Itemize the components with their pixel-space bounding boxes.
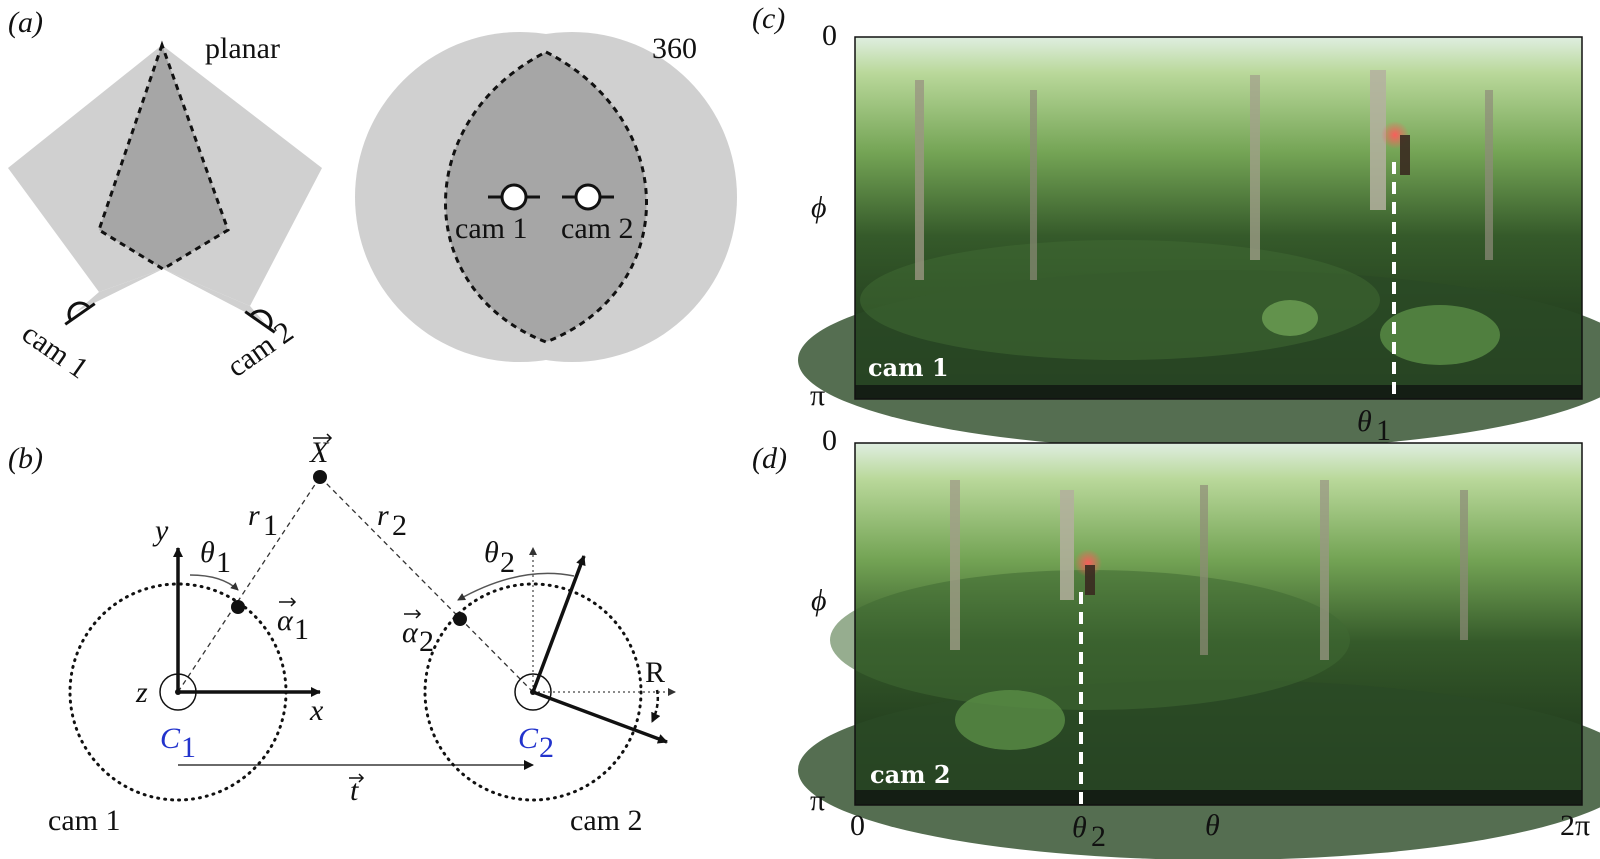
theta2-arc <box>457 572 575 601</box>
cam1-origin <box>159 673 197 711</box>
c-phi-0: 0 <box>822 19 837 52</box>
cam1-field-of-view-2 <box>76 269 163 312</box>
C1-label: C <box>160 722 181 755</box>
panel-c-tag: (c) <box>752 2 785 35</box>
C1-subscript: 1 <box>181 731 196 764</box>
R-label: R <box>645 656 665 689</box>
panel-b-tag: (b) <box>8 442 43 475</box>
panel-b: (b) X r 1 r 2 y x z θ 1 α 1 <box>8 433 676 837</box>
omni-label: 360 <box>652 32 697 65</box>
alpha1-label: α <box>277 604 294 637</box>
cam2-rotated-x-axis <box>532 690 668 744</box>
x-axis-label: x <box>309 694 324 727</box>
planar-cam1-label: cam 1 <box>16 317 94 386</box>
panel-d: (d) cam 2 0 ϕ π 0 θ 2π θ 2 <box>752 424 1600 859</box>
d-theta-0: 0 <box>850 809 865 842</box>
alpha2-label: α <box>402 616 419 649</box>
d-theta-2pi: 2π <box>1560 809 1590 842</box>
cam2-field-of-view-2 <box>163 269 264 322</box>
point-X-label: X <box>309 436 330 469</box>
cam2-rotated-y-axis <box>531 555 586 693</box>
d-theta2-subscript: 2 <box>1091 820 1106 853</box>
omni-cam2-icon <box>562 183 614 211</box>
point-X-vector-arrow <box>313 433 333 443</box>
cam2-panorama-frame <box>854 442 1583 806</box>
d-theta2-label: θ <box>1072 811 1087 844</box>
cam2-origin-dot <box>530 689 536 695</box>
cam1-origin-dot <box>175 689 181 695</box>
r2-label: r <box>377 499 389 532</box>
ray-r2 <box>319 476 534 693</box>
c-theta1-label: θ <box>1357 405 1372 438</box>
planar-label: planar <box>205 32 280 65</box>
planar-cam2-label: cam 2 <box>221 315 299 384</box>
d-phi-pi: π <box>810 784 825 817</box>
b-cam2-label: cam 2 <box>570 804 642 837</box>
panel-a-tag: (a) <box>8 6 43 39</box>
cam2-origin <box>514 673 552 711</box>
point-X <box>313 470 327 484</box>
panel-d-tag: (d) <box>752 442 787 475</box>
omni-overlap-region <box>444 50 648 344</box>
cam1-panorama-image <box>798 37 1600 450</box>
cam2-sphere <box>423 582 643 802</box>
panel-a: (a) cam 1 cam 2 planar cam 1 <box>8 6 737 385</box>
b-cam1-label: cam 1 <box>48 804 120 837</box>
cam1-image-tag: cam 1 <box>868 353 949 382</box>
alpha1-subscript: 1 <box>294 613 309 646</box>
t-label: t <box>350 774 359 807</box>
cam2-image-tag: cam 2 <box>870 760 951 789</box>
alpha2-subscript: 2 <box>419 625 434 658</box>
t-vector-arrow <box>349 773 365 783</box>
y-axis-label: y <box>152 514 169 547</box>
omni-cam1-label: cam 1 <box>455 212 527 245</box>
c-phi-pi: π <box>810 379 825 412</box>
planar-cam2-icon <box>244 309 276 334</box>
C2-subscript: 2 <box>539 731 554 764</box>
alpha2-point <box>453 612 467 626</box>
alpha1-vector-arrow <box>279 597 297 607</box>
theta2-label: θ <box>484 536 499 569</box>
omni-cam2-label: cam 2 <box>561 212 633 245</box>
d-phi-label: ϕ <box>811 584 827 617</box>
r1-label: r <box>248 499 260 532</box>
cam2-panorama-image <box>798 443 1600 859</box>
planar-cam1-icon <box>64 301 96 326</box>
planar-overlap-region <box>97 40 230 271</box>
r1-subscript: 1 <box>263 509 278 542</box>
panel-c: (c) cam 1 0 ϕ π θ 1 <box>752 2 1600 450</box>
R-rotation-arrow <box>650 689 661 723</box>
alpha1-point <box>231 600 245 614</box>
theta2-subscript: 2 <box>500 546 515 579</box>
theta1-subscript: 1 <box>216 546 231 579</box>
cam1-panorama-frame <box>854 36 1583 400</box>
c-theta1-subscript: 1 <box>1376 414 1391 447</box>
alpha2-vector-arrow <box>404 609 422 619</box>
d-theta-axis-label: θ <box>1205 809 1220 842</box>
theta1-arc <box>189 574 239 591</box>
C2-label: C <box>518 722 539 755</box>
ray-r1 <box>177 476 321 693</box>
theta1-label: θ <box>200 536 215 569</box>
c-phi-label: ϕ <box>811 191 827 224</box>
r2-subscript: 2 <box>392 509 407 542</box>
omni-cam1-icon <box>488 183 540 211</box>
z-axis-label: z <box>135 676 148 709</box>
d-phi-0: 0 <box>822 424 837 457</box>
